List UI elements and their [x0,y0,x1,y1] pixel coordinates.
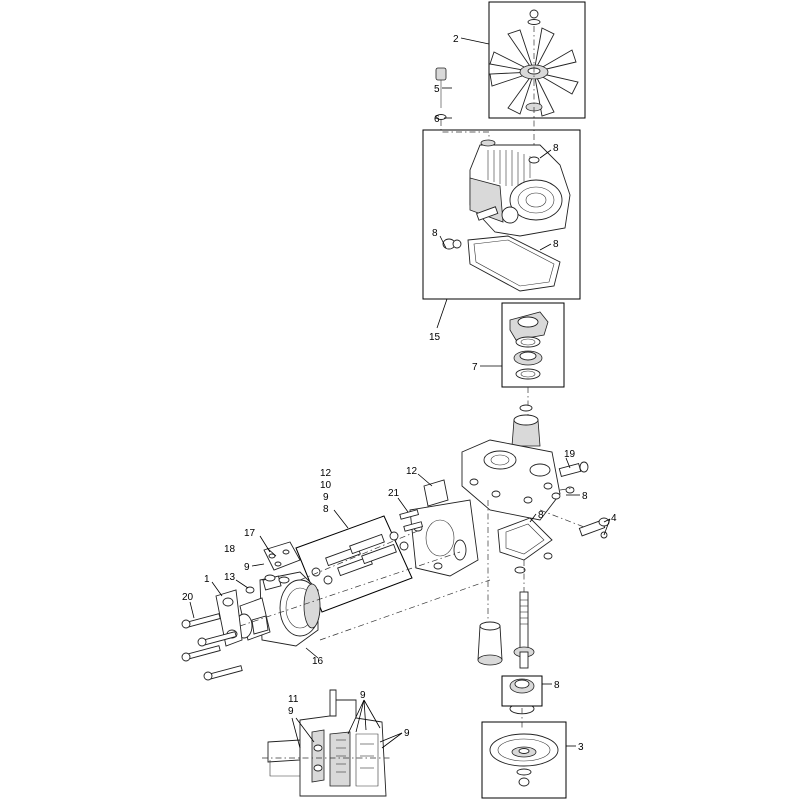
pulley-kit-box [481,721,567,799]
cooling-fan [489,9,579,150]
lower-bearing-box [501,675,543,707]
callout-4: 4 [611,513,617,524]
housing-gasket [467,235,561,292]
callout-3: 3 [578,742,584,753]
callout-12-b: 12 [406,466,418,477]
callout-8-c: 8 [553,239,559,250]
callout-6: 6 [434,114,440,125]
callout-9-d: 9 [360,690,366,701]
shaft-sleeve [477,621,503,666]
callout-10: 10 [320,480,332,491]
callout-8-a: 8 [553,143,559,154]
drive-pulley [489,733,559,787]
callout-8-e: 8 [538,510,544,521]
callout-2: 2 [453,34,459,45]
callout-19: 19 [564,449,576,460]
swash-plate [497,517,553,574]
callout-8-g: 8 [323,504,329,515]
callout-8-f: 8 [554,680,560,691]
callout-9-b: 9 [244,562,250,573]
transmission-housing [469,139,571,237]
callout-12-a: 12 [320,468,332,479]
bearing-kit [509,311,549,380]
callout-18: 18 [224,544,236,555]
callout-8-b: 8 [432,228,438,239]
callout-1: 1 [204,574,210,585]
oil-fill-cap [435,67,447,120]
callout-9-e: 9 [404,728,410,739]
piston-set [311,531,409,585]
callout-15: 15 [429,332,441,343]
motor-housing-block [409,479,479,577]
output-shaft [513,591,535,669]
callout-17: 17 [244,528,256,539]
housing-kit-box [422,129,581,300]
motor-cutaway-detail [262,689,392,797]
callout-11: 11 [288,694,299,705]
callout-7: 7 [472,362,478,373]
bolts-21 [399,509,424,532]
callout-21: 21 [388,488,400,499]
hydraulic-motor [235,571,321,647]
fan-kit-box [488,1,586,119]
callout-16: 16 [312,656,324,667]
center-section [461,404,561,521]
housing-fittings [442,206,499,250]
callout-13: 13 [224,572,236,583]
callout-9-c: 9 [288,706,294,717]
callout-8-d: 8 [582,491,588,502]
bolts-20 [181,613,243,681]
bearing-kit-box [501,302,565,388]
callout-20: 20 [182,592,194,603]
callout-9-a: 9 [323,492,329,503]
callout-5: 5 [434,84,440,95]
cover-plate [263,541,301,571]
